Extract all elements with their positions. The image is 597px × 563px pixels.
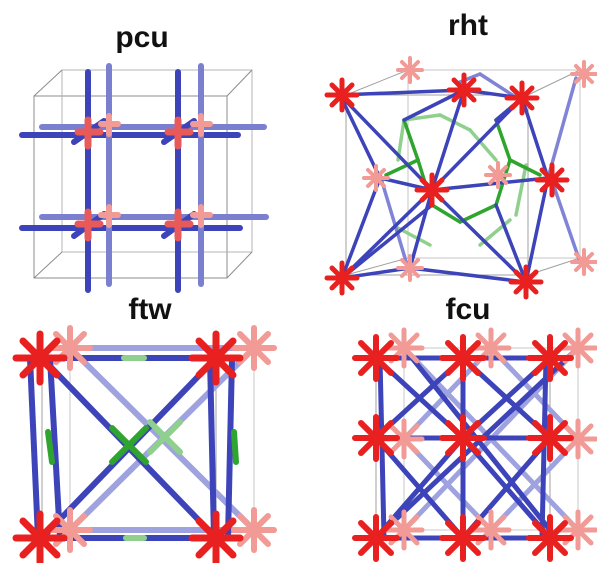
- rht-node: [570, 60, 597, 88]
- ftw-node: [12, 510, 68, 563]
- rht-node: [446, 72, 482, 108]
- pcu-node: [98, 204, 121, 228]
- fcu-network-diagram: [352, 327, 597, 562]
- fcu-node: [352, 514, 400, 562]
- fcu-node: [557, 418, 597, 460]
- pcu-nodes: [74, 113, 213, 242]
- rht-node: [414, 172, 450, 208]
- panel-fcu: fcu: [300, 290, 597, 563]
- ftw-network-diagram: [12, 325, 277, 563]
- fcu-node: [352, 334, 400, 382]
- ftw-links: [27, 345, 257, 541]
- pcu-node: [74, 116, 104, 150]
- pcu-node: [190, 204, 213, 228]
- panel-title-rht: rht: [448, 9, 488, 42]
- panel-pcu: pcu: [0, 0, 300, 293]
- rht-node: [508, 264, 544, 300]
- ftw-node: [47, 325, 93, 371]
- fcu-node: [352, 414, 400, 462]
- rht-node: [484, 161, 512, 189]
- fcu-node: [383, 509, 425, 551]
- rht-network-diagram: [324, 56, 597, 300]
- panel-title-fcu: fcu: [445, 293, 491, 326]
- rht-node: [504, 80, 540, 116]
- rht-node: [324, 77, 360, 113]
- ftw-node: [47, 507, 93, 553]
- fcu-node: [526, 514, 574, 562]
- pcu-node: [164, 116, 194, 150]
- rht-node: [396, 254, 424, 282]
- pcu-node: [74, 208, 104, 242]
- ftw-node: [231, 325, 277, 371]
- panel-ftw: ftw: [0, 290, 300, 563]
- rht-node: [534, 162, 570, 198]
- ftw-node: [188, 510, 244, 563]
- pcu-unit-cell-frame: [33, 69, 253, 279]
- pcu-node: [98, 113, 121, 137]
- pcu-node: [190, 113, 213, 137]
- ftw-node: [188, 330, 244, 386]
- pcu-network-diagram: [19, 63, 269, 293]
- fcu-nodes: [352, 327, 597, 562]
- pcu-links: [19, 63, 269, 293]
- panel-rht: rht: [300, 0, 597, 300]
- pcu-node: [164, 208, 194, 242]
- fcu-node: [526, 414, 574, 462]
- rht-node: [324, 260, 360, 296]
- fcu-node: [557, 509, 597, 551]
- panel-title-ftw: ftw: [128, 293, 172, 326]
- rht-node: [570, 248, 597, 276]
- fcu-node: [470, 327, 512, 369]
- rht-node: [362, 164, 390, 192]
- rht-node: [396, 56, 424, 84]
- fcu-node: [439, 514, 487, 562]
- fcu-node: [470, 509, 512, 551]
- ftw-node: [231, 507, 277, 553]
- ftw-node: [12, 330, 68, 386]
- rht-nodes: [324, 56, 597, 300]
- fcu-node: [526, 334, 574, 382]
- fcu-node: [439, 334, 487, 382]
- panel-title-pcu: pcu: [115, 21, 169, 54]
- ftw-nodes: [12, 325, 277, 563]
- fcu-node: [439, 414, 487, 462]
